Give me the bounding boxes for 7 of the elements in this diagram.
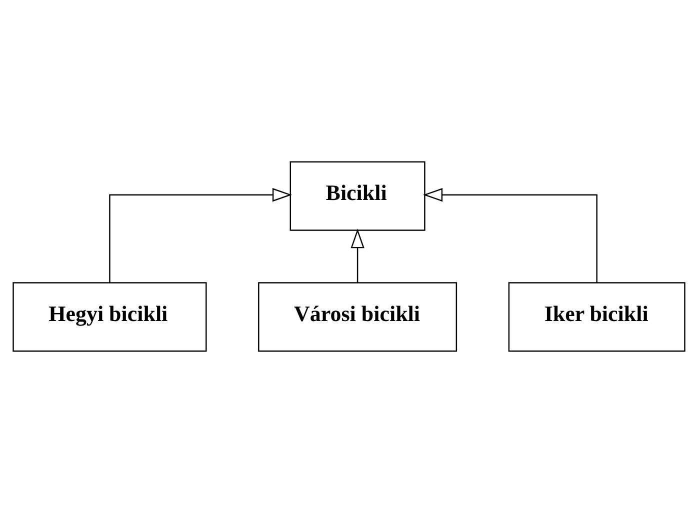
arrow [423,188,598,282]
node-box: Hegyi bicikli [12,282,207,352]
node-box: Iker bicikli [508,282,686,352]
arrow [109,188,292,282]
node-box: Bicikli [290,160,426,230]
arrow [350,228,364,282]
node-box: Városi bicikli [258,282,458,352]
